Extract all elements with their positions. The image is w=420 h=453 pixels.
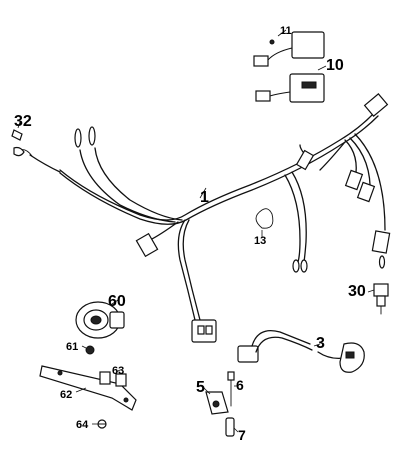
callout-13: 13 [254, 235, 266, 247]
callout-62: 62 [60, 389, 72, 401]
callout-10: 10 [326, 57, 344, 74]
horn [75, 301, 125, 339]
spacer [225, 417, 235, 437]
screw [97, 419, 107, 429]
cable-tie [255, 208, 274, 229]
callout-61: 61 [66, 341, 78, 353]
callout-30: 30 [348, 283, 366, 300]
callout-63: 63 [112, 365, 124, 377]
callout-7: 7 [238, 427, 246, 443]
switch-cable [237, 329, 365, 373]
mounting-bracket [205, 391, 229, 415]
regulator-upper [253, 31, 325, 67]
callout-3: 3 [316, 335, 325, 352]
main-wiring-harness [29, 111, 386, 321]
callout-1: 1 [200, 189, 209, 206]
callout-60: 60 [108, 293, 126, 310]
callout-64: 64 [76, 419, 89, 431]
callout-labels: 1 3 5 6 7 10 11 13 30 32 60 61 62 63 64 [14, 25, 366, 443]
clip [99, 371, 127, 387]
callout-11: 11 [280, 25, 292, 37]
callout-32: 32 [14, 113, 32, 130]
callout-5: 5 [196, 379, 205, 396]
leader-lines [17, 29, 375, 433]
bolt [227, 371, 235, 407]
nut [85, 345, 95, 355]
harness-connectors [74, 93, 391, 343]
regulator-lower [255, 73, 325, 103]
callout-6: 6 [236, 377, 244, 393]
temperature-sensor [373, 283, 389, 315]
bulb-socket [11, 129, 33, 157]
